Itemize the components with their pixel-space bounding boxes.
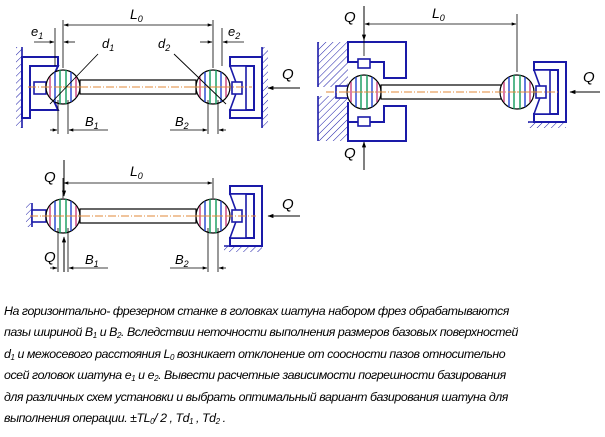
task-description: На горизонтально- фрезерном станке в гол… — [4, 301, 602, 429]
caption-line-4: осей головок шатуна e1 и e2. Вывести рас… — [4, 368, 506, 384]
force-Q-label-2a: Q — [344, 9, 356, 26]
dim-B2-label-3: B2 — [175, 252, 189, 269]
dim-L0-label-1: L0 — [130, 6, 143, 24]
dim-B2-label-1: B2 — [175, 114, 189, 131]
diagram-scheme-3 — [26, 160, 300, 272]
dim-B1-label-3: B1 — [85, 252, 99, 269]
force-Q-label-3c: Q — [282, 196, 294, 213]
caption-line-3: d1 и межосевого расстояния L0 возникает … — [4, 346, 506, 362]
caption-line-6: выполнения операции. ±TL0/ 2 , Td1 , Td2… — [4, 411, 226, 427]
diagram-scheme-2 — [317, 6, 600, 170]
dim-d2-label: d2 — [158, 36, 170, 53]
dim-B1-label-1: B1 — [85, 114, 99, 131]
dim-L0-label-3: L0 — [130, 163, 143, 181]
force-Q-label-3a: Q — [44, 169, 56, 186]
force-Q-label-3b: Q — [44, 249, 56, 266]
dim-d1-label: d1 — [102, 36, 114, 53]
diagram-scheme-1 — [16, 20, 300, 134]
force-Q-label-1: Q — [282, 66, 294, 83]
dim-L0-label-2: L0 — [432, 5, 445, 23]
caption-line-5: для различных схем установки и выбрать о… — [4, 389, 508, 404]
caption-line-1: На горизонтально- фрезерном станке в гол… — [4, 304, 509, 318]
fixture-diagrams: L0 e1 e2 d1 d2 B1 B2 Q — [16, 5, 600, 272]
dim-e1-label: e1 — [31, 24, 43, 41]
force-Q-label-2c: Q — [583, 69, 595, 86]
force-Q-label-2b: Q — [344, 145, 356, 162]
dim-e2-label: e2 — [228, 24, 240, 41]
caption-line-2: пазы шириной B1 и B2. Вследствии неточно… — [4, 325, 518, 341]
